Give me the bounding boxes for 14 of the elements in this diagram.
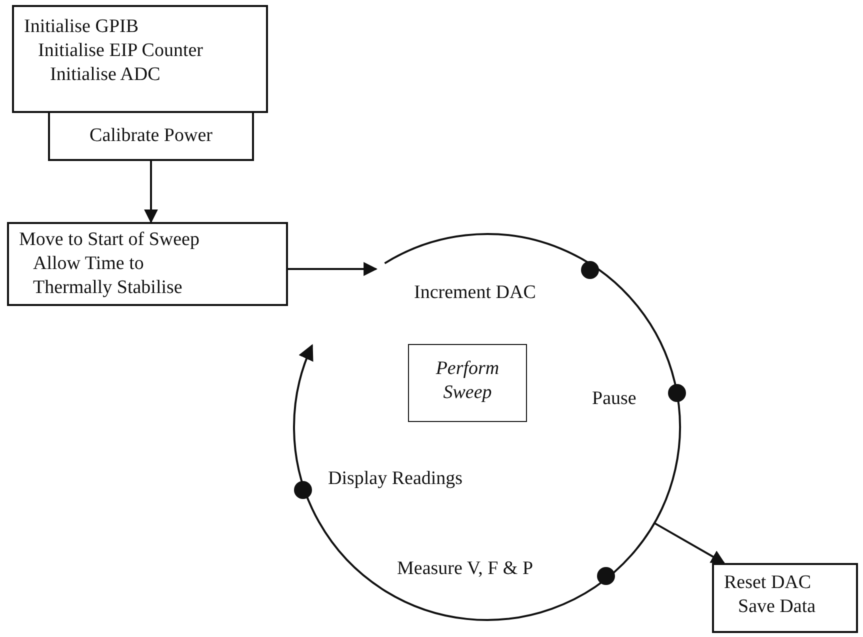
step-dot xyxy=(581,261,599,279)
step-label: Display Readings xyxy=(326,468,465,490)
arrow xyxy=(654,522,726,564)
process-box: Perform Sweep xyxy=(408,344,527,422)
step-dot xyxy=(597,567,615,585)
step-dot xyxy=(294,481,312,499)
arrow xyxy=(288,262,378,276)
process-box: Calibrate Power xyxy=(48,111,254,161)
arrow xyxy=(144,161,158,224)
process-box: Move to Start of Sweep Allow Time to Thermally Stabilise xyxy=(7,222,288,306)
step-label: Measure V, F & P xyxy=(395,558,536,580)
step-dot xyxy=(668,384,686,402)
process-box: Initialise GPIB Initialise EIP Counter Initialise ADC xyxy=(12,5,268,113)
process-box: Reset DAC Save Data xyxy=(712,563,858,633)
